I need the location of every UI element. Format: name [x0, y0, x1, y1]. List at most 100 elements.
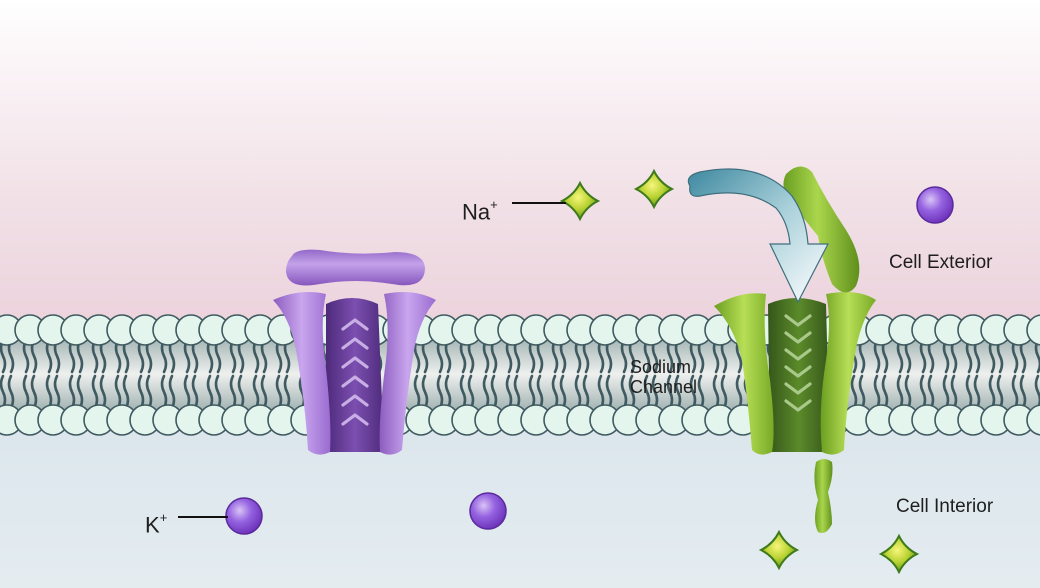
chevron-down-icon [784, 365, 812, 378]
lipid-tail [252, 374, 260, 410]
sodium-ion-charge: + [490, 197, 498, 212]
lipid-tail [168, 374, 176, 410]
lipid-tail [973, 374, 981, 410]
chevron-down-icon [784, 314, 812, 327]
lipid-tail [298, 374, 306, 410]
lipid-tail [620, 374, 628, 410]
lipid-tail [0, 374, 7, 410]
lipid-tail [712, 374, 720, 410]
lipid-tail [605, 374, 613, 410]
lipid-tail [160, 374, 168, 410]
lipid-tail [421, 374, 429, 410]
potassium-channel-core [326, 298, 384, 452]
sodium-ion-icon [559, 180, 601, 222]
lipid-tail [482, 374, 490, 410]
lipid-tail [444, 374, 452, 410]
upward-chevrons [341, 318, 369, 426]
potassium-channel-right-subunit [379, 292, 436, 455]
sodium-channel [714, 166, 876, 533]
lipid-tail [628, 374, 636, 410]
lipid-tail [91, 374, 99, 410]
lipid-tail [927, 374, 935, 410]
potassium-channel [273, 249, 436, 455]
chevron-up-icon [341, 413, 369, 426]
lipid-tail [490, 374, 498, 410]
sodium-ion-icon [633, 168, 675, 210]
lipid-tail [574, 374, 582, 410]
lipid-tail [7, 374, 15, 410]
lipid-tail [237, 374, 245, 410]
sodium-ion-symbol: Na [462, 199, 491, 225]
lipid-tail [53, 374, 61, 410]
lipid-tail [597, 374, 605, 410]
lipid-tail [30, 374, 38, 410]
lipid-head [1026, 314, 1040, 346]
lipid-tail [45, 374, 53, 410]
potassium-ion-icon [469, 492, 507, 530]
lipid-tail [275, 374, 283, 410]
lipid-heads-top [0, 314, 1040, 346]
lipid-head [1026, 404, 1040, 436]
potassium-ion-icon [225, 497, 263, 535]
sodium-channel-label-line2: Channel [630, 377, 698, 397]
sodium-ion-label: Na+ [462, 197, 498, 225]
lipid-heads-bottom [0, 404, 1040, 436]
chevron-down-icon [784, 348, 812, 361]
lipid-tail [122, 374, 130, 410]
lipid-tail [214, 374, 222, 410]
lipid-tail [896, 374, 904, 410]
lipid-tail [436, 374, 444, 410]
sodium-ion-icon [878, 533, 920, 575]
lipid-tail [697, 374, 705, 410]
lipid-tail [22, 374, 30, 410]
cell-exterior-region [0, 0, 1040, 330]
sodium-channel-left-subunit [714, 293, 774, 455]
lipid-tail [720, 374, 728, 410]
lipid-tail [858, 374, 866, 410]
lipid-tail [191, 374, 199, 410]
lipid-tail [183, 374, 191, 410]
lipid-tail [988, 374, 996, 410]
lipid-tail [850, 374, 858, 410]
lipid-tail [950, 374, 958, 410]
lipid-tail [919, 374, 927, 410]
sodium-channel-label: Sodium Channel [630, 357, 697, 397]
lipid-tail [467, 374, 475, 410]
cell-interior-region [0, 420, 1040, 588]
lipid-tail [260, 374, 268, 410]
sodium-channel-right-subunit [820, 292, 876, 455]
potassium-ion-symbol: K [145, 512, 160, 538]
chevron-up-icon [341, 337, 369, 350]
lipid-tail [643, 374, 651, 410]
lipid-tail [689, 374, 697, 410]
chevron-down-icon [784, 331, 812, 344]
lipid-tail [674, 374, 682, 410]
lipid-tail [505, 374, 513, 410]
potassium-channel-left-subunit [273, 292, 331, 455]
chevron-up-icon [341, 375, 369, 388]
sodium-channel-label-line1: Sodium [630, 357, 692, 377]
flow-arrow-icon [687, 168, 829, 304]
sodium-channel-inactivation-gate-bottom [814, 459, 833, 533]
lipid-tail [559, 374, 567, 410]
cell-interior-label: Cell Interior [896, 496, 994, 517]
chevron-down-icon [784, 382, 812, 395]
lipid-tail [137, 374, 145, 410]
lipid-tail [1011, 374, 1019, 410]
lipid-tail [551, 374, 559, 410]
lipid-tail [513, 374, 521, 410]
lipid-tail [206, 374, 214, 410]
lipid-tail [942, 374, 950, 410]
potassium-ion-charge: + [159, 510, 168, 525]
lipid-tail [229, 374, 237, 410]
lipid-tail [881, 374, 889, 410]
lipid-tail [965, 374, 973, 410]
potassium-ion-icon [916, 186, 954, 224]
lipid-tail [76, 374, 84, 410]
lipid-tail [1019, 374, 1027, 410]
chevron-up-icon [341, 318, 369, 331]
lipid-tail [145, 374, 153, 410]
lipid-tail [114, 374, 122, 410]
